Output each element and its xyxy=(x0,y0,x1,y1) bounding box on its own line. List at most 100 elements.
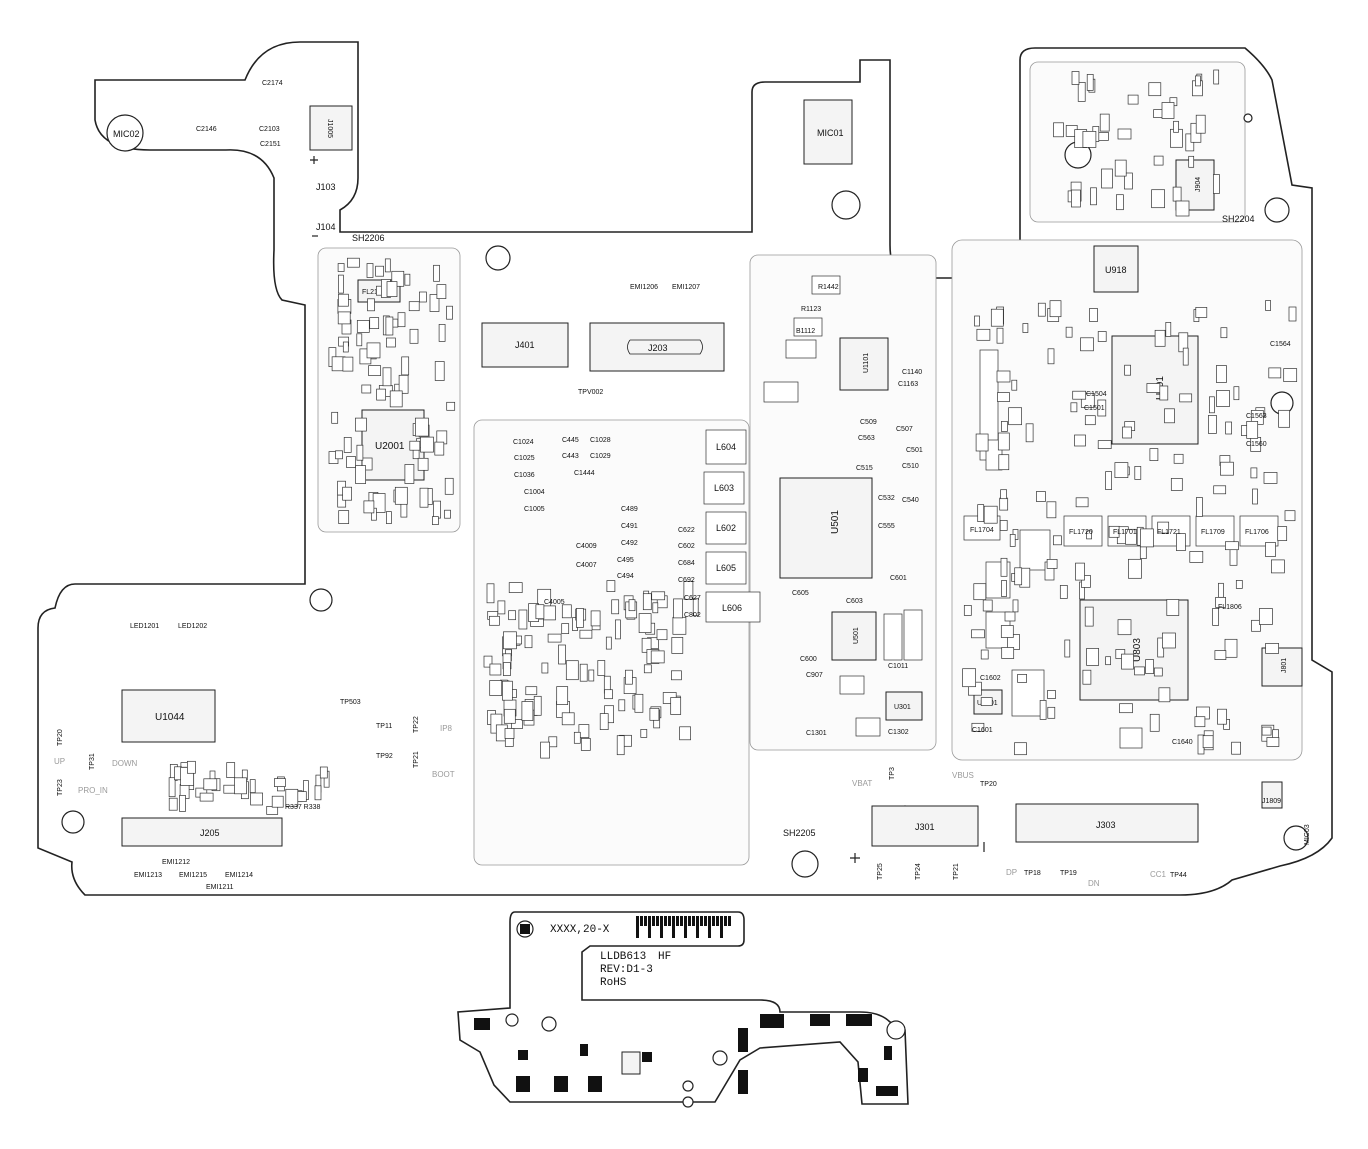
connector-j1005: J1005 xyxy=(309,105,353,151)
smd-component xyxy=(1134,466,1142,480)
svg-text:J104: J104 xyxy=(316,222,336,232)
smd-component xyxy=(1277,526,1288,541)
smd-component xyxy=(1288,306,1297,322)
smd-component xyxy=(561,604,572,619)
smd-component xyxy=(419,291,427,303)
inductor-l605: L605 xyxy=(705,551,747,585)
smd-component xyxy=(356,444,364,461)
svg-text:DN: DN xyxy=(1088,879,1100,888)
smd-component xyxy=(419,487,429,508)
smd-component xyxy=(1220,461,1234,476)
smd-component xyxy=(611,599,620,615)
smd-component xyxy=(1229,547,1238,566)
svg-text:TP503: TP503 xyxy=(340,699,361,706)
smd-component xyxy=(1148,82,1162,97)
smd-component xyxy=(1283,368,1298,382)
svg-text:J801: J801 xyxy=(1281,658,1288,673)
svg-text:FL1709: FL1709 xyxy=(1201,529,1225,536)
smd-component xyxy=(974,315,980,327)
ref-labels: J103 J104 SH2206 SH2204 SH2205 EMI1206 E… xyxy=(57,182,1269,891)
chip-u918: U918 xyxy=(1093,245,1139,293)
smd-component xyxy=(1158,687,1171,703)
smd-component xyxy=(1004,611,1016,622)
smd-component xyxy=(1114,462,1129,478)
smd-component xyxy=(650,650,665,664)
svg-text:J205: J205 xyxy=(200,828,220,838)
smd-component xyxy=(541,662,549,674)
svg-text:C1025: C1025 xyxy=(514,455,535,462)
svg-text:C1563: C1563 xyxy=(1246,413,1267,420)
smd-component xyxy=(615,619,621,640)
smd-component xyxy=(504,728,515,739)
smd-component xyxy=(692,598,699,617)
smd-component xyxy=(671,637,684,654)
smd-component xyxy=(597,660,606,676)
svg-text:C1024: C1024 xyxy=(513,439,534,446)
svg-text:J904: J904 xyxy=(1195,177,1202,192)
barcode-bar xyxy=(664,916,667,926)
smd-component xyxy=(1149,448,1159,461)
svg-text:C4009: C4009 xyxy=(576,543,597,550)
smd-component xyxy=(375,265,384,277)
smd-component xyxy=(1097,440,1112,449)
smd-component xyxy=(1195,307,1208,318)
smd-component xyxy=(1089,308,1098,322)
smd-component xyxy=(511,719,523,729)
smd-component xyxy=(1271,559,1285,574)
svg-text:C907: C907 xyxy=(806,672,823,679)
smd-component xyxy=(355,417,367,432)
smd-component xyxy=(1036,491,1046,502)
smd-component xyxy=(203,778,218,791)
svg-text:UP: UP xyxy=(54,757,65,766)
smd-component xyxy=(1077,82,1086,102)
svg-text:U1044: U1044 xyxy=(155,712,185,723)
smd-component xyxy=(187,760,196,774)
smd-component xyxy=(404,273,411,286)
smd-component xyxy=(561,623,570,634)
smd-component xyxy=(1000,489,1007,500)
barcode-bar xyxy=(708,916,711,938)
svg-text:C501: C501 xyxy=(906,447,923,454)
smd-component xyxy=(1072,390,1087,400)
smd-component xyxy=(249,779,256,793)
smd-component xyxy=(386,511,392,524)
barcode-bar xyxy=(712,916,715,926)
smd-component xyxy=(547,633,562,643)
smd-component xyxy=(266,806,279,815)
chip-u1101: U1101 xyxy=(839,337,889,391)
smd-component xyxy=(1059,585,1068,599)
svg-text:C1601: C1601 xyxy=(972,727,993,734)
smd-component xyxy=(975,433,989,452)
smd-component xyxy=(1009,534,1016,547)
smd-component xyxy=(508,582,523,593)
smd-component xyxy=(1101,168,1113,189)
smd-component xyxy=(1173,120,1179,133)
smd-component xyxy=(503,708,516,724)
inductor-l603: L603 xyxy=(703,471,745,505)
svg-text:C491: C491 xyxy=(621,523,638,530)
smd-component xyxy=(314,785,322,801)
svg-text:C692: C692 xyxy=(678,577,695,584)
barcode-bar xyxy=(696,916,699,938)
svg-text:C445: C445 xyxy=(562,437,579,444)
smd-component xyxy=(634,693,644,713)
smd-component xyxy=(1246,421,1259,439)
smd-component xyxy=(973,583,987,601)
barcode-bar xyxy=(704,916,707,926)
smd-component xyxy=(1161,102,1175,119)
smd-component xyxy=(1284,510,1296,522)
smd-component xyxy=(1117,128,1132,140)
svg-text:EMI1211: EMI1211 xyxy=(206,884,234,891)
smd-component xyxy=(580,738,591,751)
svg-text:EMI1214: EMI1214 xyxy=(225,872,253,879)
svg-text:FL1720: FL1720 xyxy=(1069,529,1093,536)
svg-text:SH2205: SH2205 xyxy=(783,828,816,838)
smd-component xyxy=(1046,559,1058,569)
svg-text:C1005: C1005 xyxy=(524,506,545,513)
barcode-bar xyxy=(652,916,655,926)
component-field-right xyxy=(962,300,1298,756)
smd-component xyxy=(1164,408,1175,424)
smd-component xyxy=(438,324,446,342)
svg-text:C2151: C2151 xyxy=(260,141,281,148)
smd-component xyxy=(1075,497,1089,508)
